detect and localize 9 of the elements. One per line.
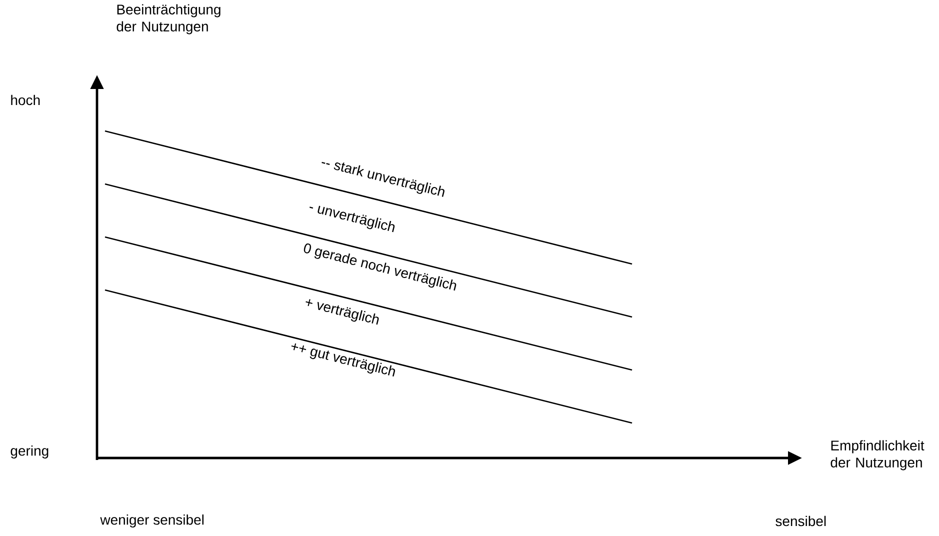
axis-title: Beeinträchtigung der Nutzungen [116, 4, 220, 34]
axis-end-label: sensibel [776, 516, 826, 526]
axis-end-label: hoch [11, 94, 40, 106]
axis-title: Empfindlichkeit der Nutzungen [830, 440, 924, 470]
axis-end-label: gering [10, 445, 48, 459]
band-label: ++ gut verträglich [291, 343, 396, 376]
band-label: 0 gerade noch verträglich [304, 244, 456, 291]
axis-end-label: weniger sensibel [100, 514, 204, 528]
band-label: + verträglich [306, 299, 379, 325]
